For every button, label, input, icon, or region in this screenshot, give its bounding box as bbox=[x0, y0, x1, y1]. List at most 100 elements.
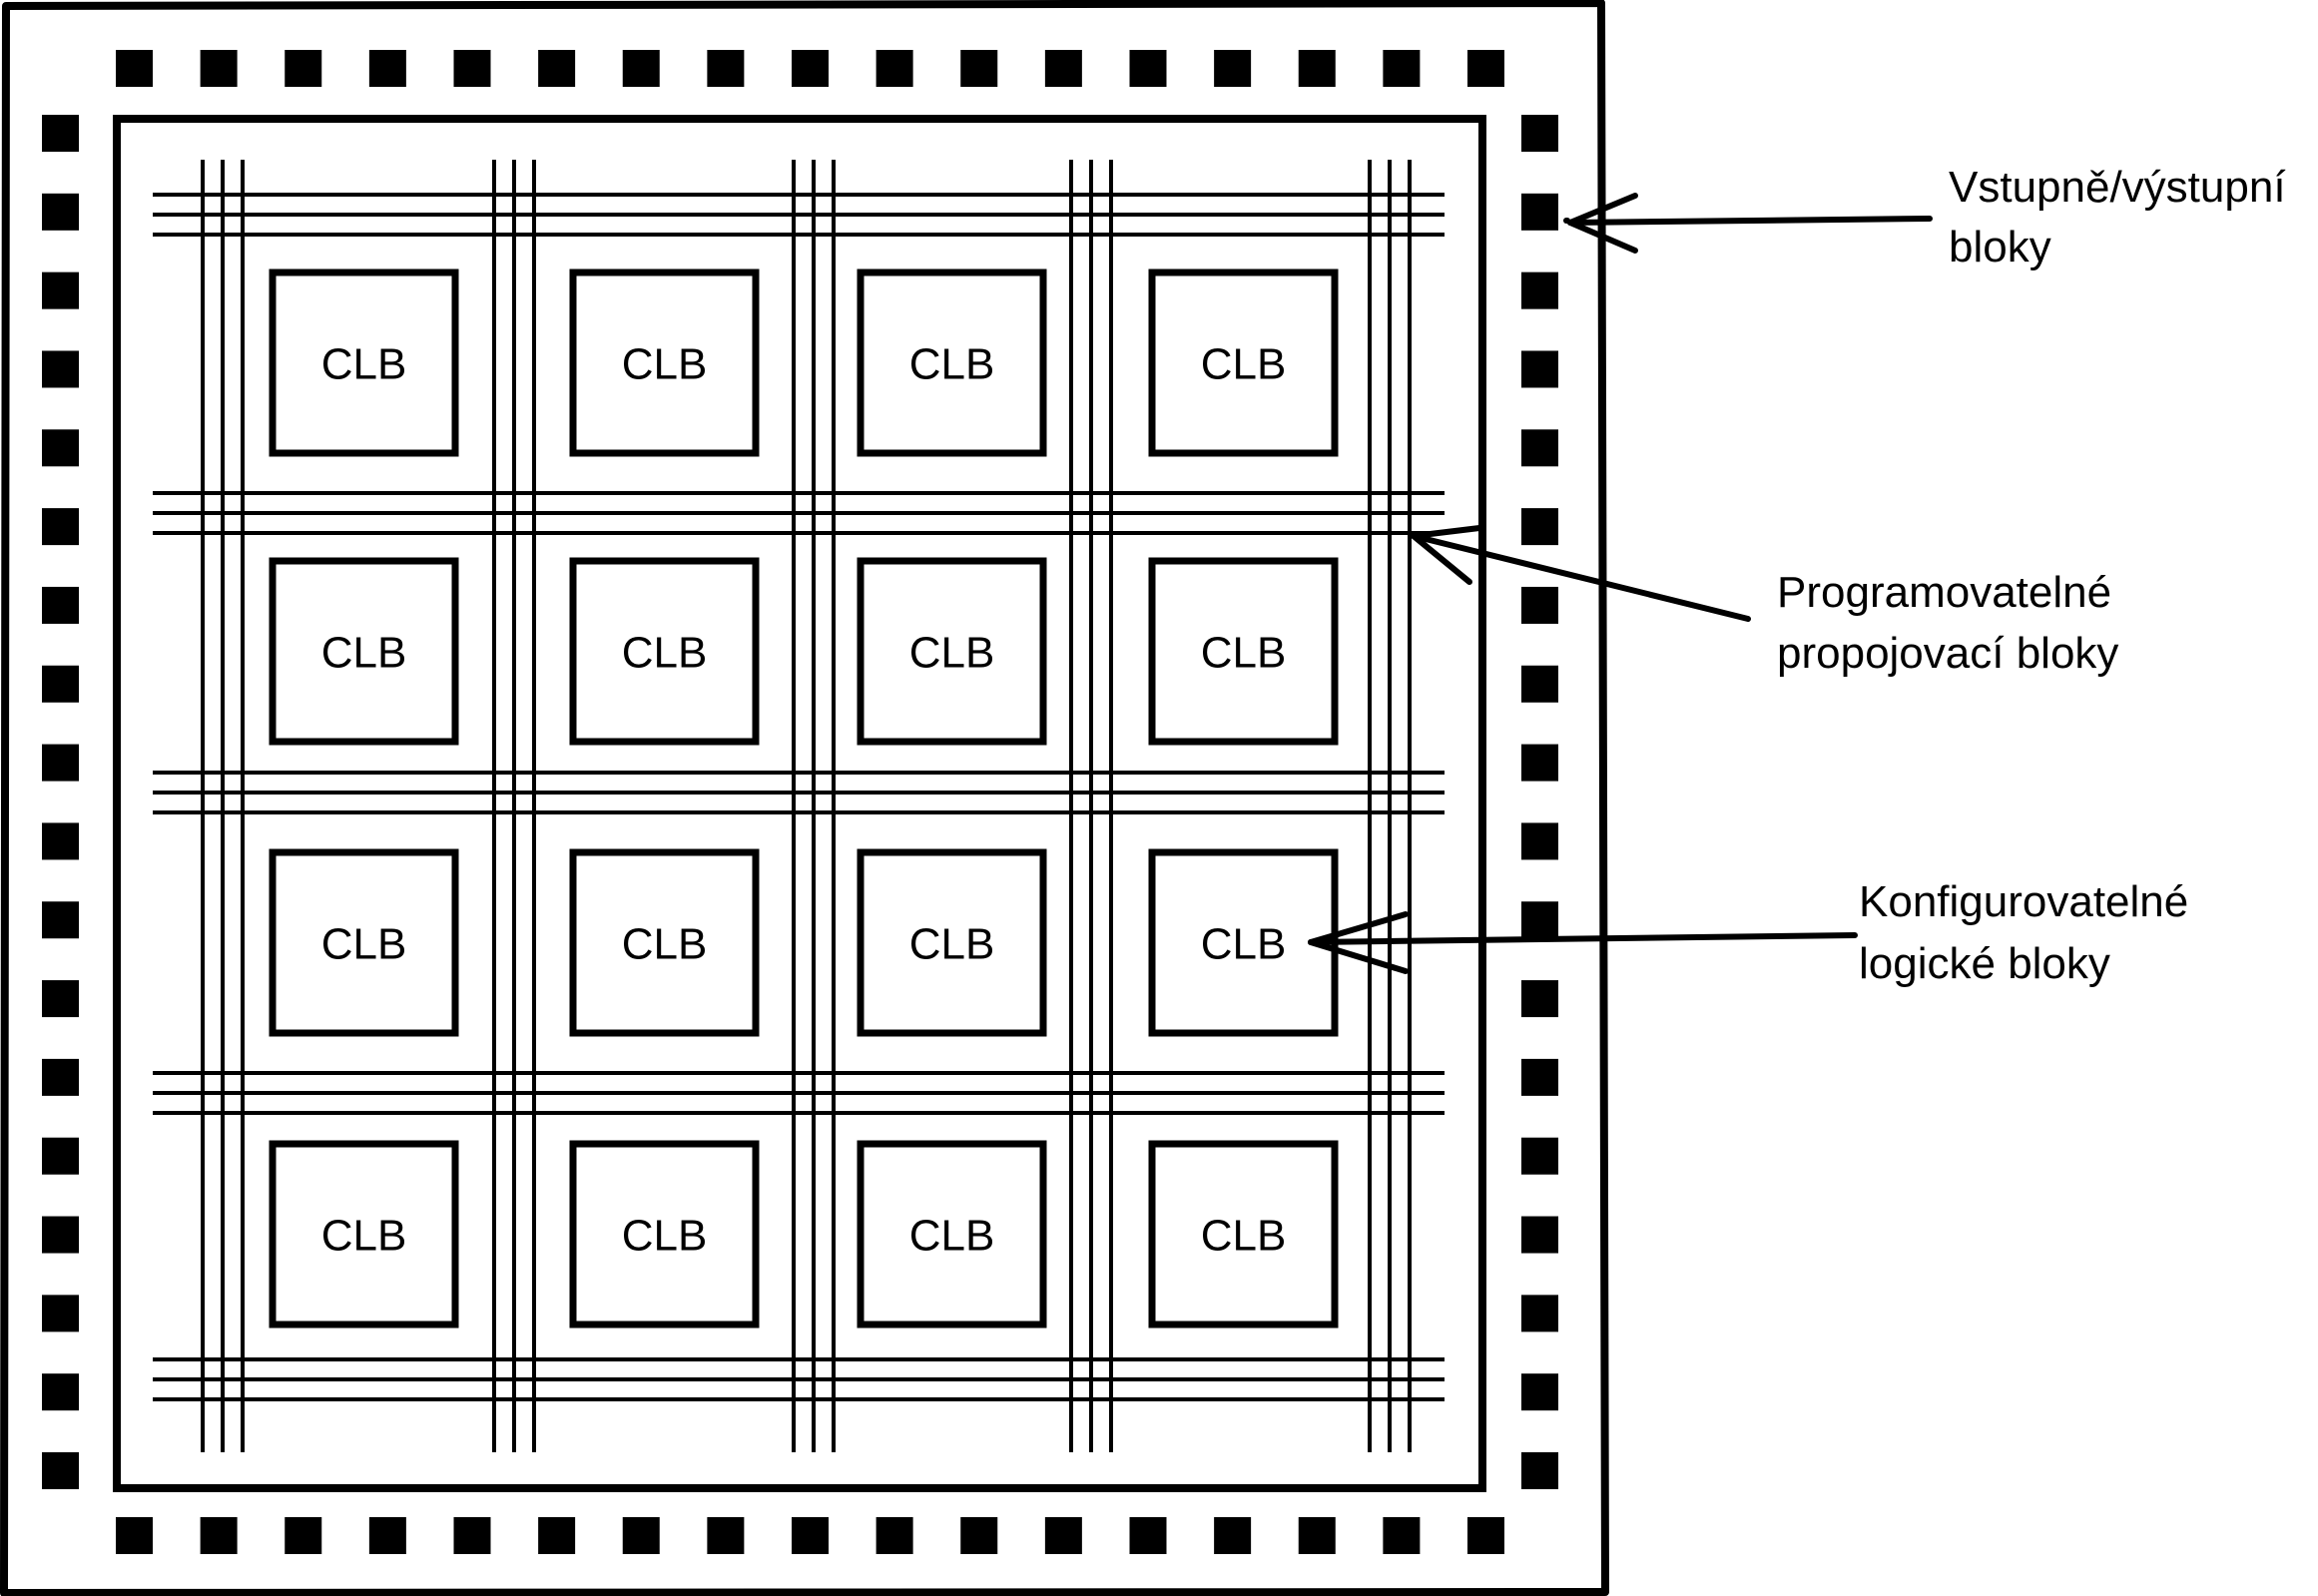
clb-label: CLB bbox=[321, 920, 407, 969]
io-pad-bottom bbox=[875, 1517, 913, 1554]
io-pad-top bbox=[1383, 50, 1421, 87]
io-pad-right bbox=[1521, 1295, 1558, 1332]
clb-block bbox=[857, 557, 1047, 746]
io-pad-top bbox=[1044, 50, 1082, 87]
io-pad-bottom bbox=[1214, 1517, 1252, 1554]
io-blocks-label: Vstupně/výstupní bloky bbox=[1949, 163, 2298, 271]
io-pad-top bbox=[116, 50, 153, 87]
io-pad-bottom bbox=[538, 1517, 576, 1554]
io-pad-bottom bbox=[707, 1517, 745, 1554]
io-pad-bottom bbox=[1044, 1517, 1082, 1554]
logic-array-border bbox=[113, 115, 1486, 1492]
interconnect-callout-arrow bbox=[1411, 525, 1751, 622]
io-pad-top bbox=[200, 50, 238, 87]
io-pad-bottom bbox=[792, 1517, 829, 1554]
io-pad-bottom bbox=[622, 1517, 660, 1554]
clb-callout-arrow bbox=[1308, 911, 1858, 974]
io-pad-left bbox=[42, 271, 79, 309]
io-pad-top bbox=[453, 50, 491, 87]
io-pad-top bbox=[960, 50, 998, 87]
clb-label: CLB bbox=[1201, 920, 1287, 969]
clb-block bbox=[569, 557, 760, 746]
io-pad-top bbox=[285, 50, 322, 87]
io-pad-top bbox=[1129, 50, 1167, 87]
clb-block bbox=[857, 1140, 1047, 1329]
clb-block bbox=[569, 1140, 760, 1329]
clb-block bbox=[857, 848, 1047, 1037]
io-pad-right bbox=[1521, 822, 1558, 860]
io-pad-bottom bbox=[960, 1517, 998, 1554]
io-pad-right bbox=[1521, 1216, 1558, 1254]
io-pad-ring bbox=[42, 50, 1558, 1554]
clb-label-line2: logické bloky bbox=[1859, 939, 2110, 988]
io-pad-right bbox=[1521, 508, 1558, 546]
clb-block bbox=[1148, 557, 1339, 746]
io-pad-left bbox=[42, 744, 79, 782]
clb-label: CLB bbox=[909, 340, 995, 389]
io-blocks-label-line2: bloky bbox=[1949, 223, 2051, 271]
clb-label: CLB bbox=[321, 629, 407, 678]
io-pad-left bbox=[42, 1373, 79, 1411]
clb-block bbox=[1148, 848, 1339, 1037]
clb-block bbox=[857, 268, 1047, 457]
io-pad-bottom bbox=[1383, 1517, 1421, 1554]
io-pad-left bbox=[42, 586, 79, 624]
io-pad-left bbox=[42, 193, 79, 231]
io-pad-left bbox=[42, 1137, 79, 1175]
io-pad-left bbox=[42, 980, 79, 1018]
io-pad-right bbox=[1521, 586, 1558, 624]
io-pad-right bbox=[1521, 1452, 1558, 1489]
io-pad-top bbox=[538, 50, 576, 87]
io-pad-top bbox=[1467, 50, 1504, 87]
clb-label-line1: Konfigurovatelné bbox=[1859, 877, 2188, 926]
clb-block bbox=[269, 1140, 459, 1329]
io-pad-bottom bbox=[368, 1517, 406, 1554]
clb-label: CLB bbox=[1201, 340, 1287, 389]
io-pad-right bbox=[1521, 980, 1558, 1018]
io-pad-left bbox=[42, 1058, 79, 1096]
interconnect-label-line1: Programovatelné bbox=[1777, 568, 2111, 617]
routing-channels bbox=[153, 160, 1445, 1452]
io-pad-left bbox=[42, 1452, 79, 1489]
io-pad-top bbox=[1298, 50, 1336, 87]
io-pad-bottom bbox=[1467, 1517, 1504, 1554]
clb-label: CLB bbox=[321, 1212, 407, 1261]
clb-block bbox=[269, 848, 459, 1037]
io-pad-top bbox=[1214, 50, 1252, 87]
io-pad-right bbox=[1521, 901, 1558, 939]
io-pad-left bbox=[42, 508, 79, 546]
io-pad-bottom bbox=[1129, 1517, 1167, 1554]
io-pad-left bbox=[42, 822, 79, 860]
clb-label: Konfigurovatelné logické bloky bbox=[1859, 877, 2200, 988]
io-callout-arrow bbox=[1563, 193, 1933, 254]
clb-label: CLB bbox=[622, 920, 708, 969]
io-pad-bottom bbox=[116, 1517, 153, 1554]
clb-block bbox=[569, 268, 760, 457]
interconnect-label: Programovatelné propojovací bloky bbox=[1777, 568, 2123, 678]
chip-outer-border bbox=[0, 0, 1609, 1596]
io-pad-top bbox=[368, 50, 406, 87]
clb-label: CLB bbox=[622, 629, 708, 678]
io-pad-right bbox=[1521, 1058, 1558, 1096]
io-pad-bottom bbox=[200, 1517, 238, 1554]
io-pad-top bbox=[792, 50, 829, 87]
io-pad-bottom bbox=[1298, 1517, 1336, 1554]
io-pad-right bbox=[1521, 271, 1558, 309]
io-pad-bottom bbox=[453, 1517, 491, 1554]
clb-block bbox=[1148, 1140, 1339, 1329]
io-pad-top bbox=[622, 50, 660, 87]
io-pad-right bbox=[1521, 1137, 1558, 1175]
io-pad-right bbox=[1521, 1373, 1558, 1411]
io-pad-top bbox=[875, 50, 913, 87]
clb-label: CLB bbox=[1201, 1212, 1287, 1261]
clb-label: CLB bbox=[622, 1212, 708, 1261]
io-pad-left bbox=[42, 115, 79, 152]
io-pad-left bbox=[42, 1216, 79, 1254]
io-pad-left bbox=[42, 665, 79, 703]
clb-label: CLB bbox=[909, 1212, 995, 1261]
io-pad-top bbox=[707, 50, 745, 87]
io-pad-bottom bbox=[285, 1517, 322, 1554]
clb-block bbox=[269, 268, 459, 457]
